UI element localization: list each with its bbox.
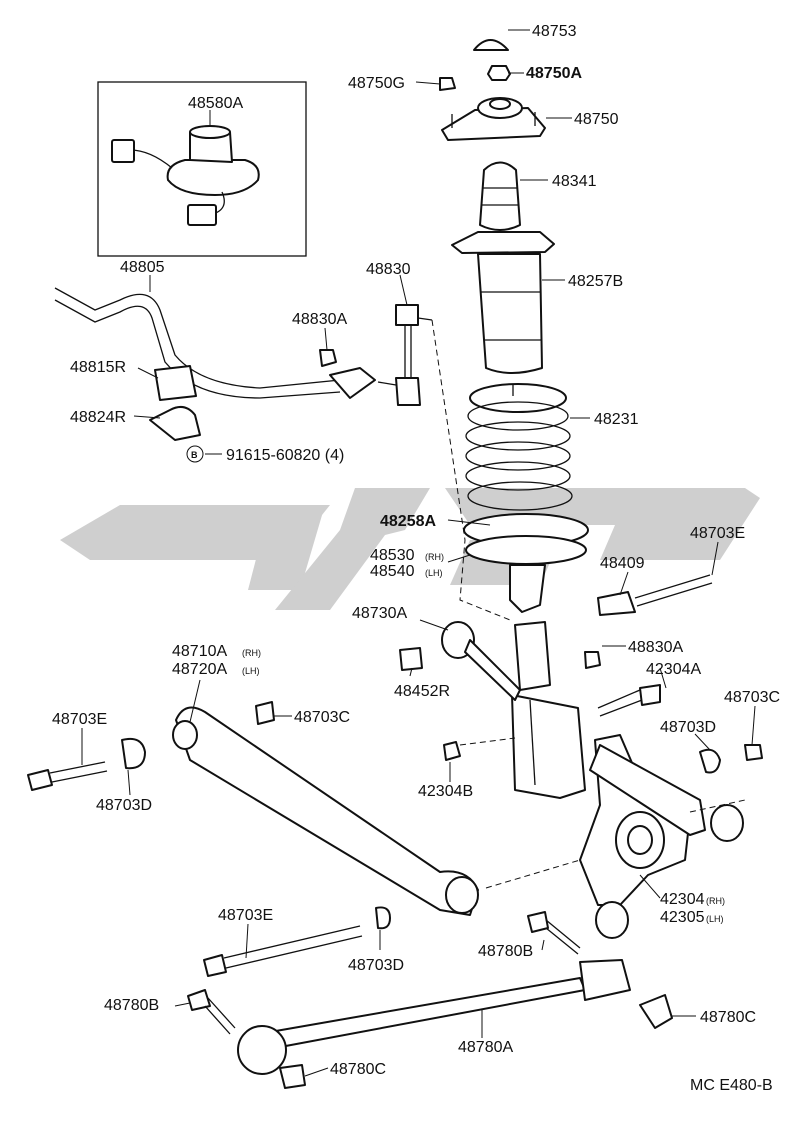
label-48703e-right: 48703E [690, 525, 745, 542]
label-48257b: 48257B [568, 273, 623, 290]
label-48703c-mid: 48703C [294, 709, 350, 726]
label-48710a-side: (RH) [242, 648, 261, 658]
label-48540: 48540 [370, 563, 415, 580]
label-48750a: 48750A [526, 65, 582, 82]
part-48341-bump-stopper [479, 161, 521, 231]
part-48750-upper-mount [441, 97, 546, 141]
label-48703d-bottom: 48703D [348, 957, 404, 974]
part-strut-rod-right [589, 744, 744, 842]
bolts [27, 574, 763, 1089]
part-48258a-lower-insulator [463, 513, 589, 565]
label-48341: 48341 [552, 173, 597, 190]
part-48815r-bushing [154, 365, 197, 401]
label-48830a-top: 48830A [292, 311, 347, 328]
part-48830-link-rod [377, 304, 433, 406]
inset-box-48580a [97, 81, 307, 257]
label-48730a: 48730A [352, 605, 407, 622]
part-48750a-nut [487, 65, 511, 81]
label-48780c-right: 48780C [700, 1009, 756, 1026]
leader-lines [81, 29, 756, 1077]
label-48805: 48805 [120, 259, 165, 276]
label-42305: 42305 [660, 909, 705, 926]
label-42304: 42304 [660, 891, 705, 908]
diagram-code: MC E480-B [690, 1077, 773, 1094]
label-48824r: 48824R [70, 409, 126, 426]
label-48530-side: (RH) [425, 552, 444, 562]
part-48710a-lower-arm [172, 706, 479, 916]
label-42304-side: (RH) [706, 896, 725, 906]
label-48830: 48830 [366, 261, 411, 278]
label-48710a: 48710A [172, 643, 227, 660]
assembly-lines [431, 319, 746, 889]
label-48780a: 48780A [458, 1039, 513, 1056]
part-48750g-nut [439, 77, 456, 91]
label-48258a: 48258A [380, 513, 436, 530]
label-48815r: 48815R [70, 359, 126, 376]
label-48753: 48753 [532, 23, 577, 40]
bolt-ref-marker: B [191, 450, 198, 460]
label-48703d-left: 48703D [96, 797, 152, 814]
label-48750g: 48750G [348, 75, 405, 92]
label-bolt-ref: 91615-60820 (4) [226, 447, 344, 464]
label-42305-side: (LH) [706, 914, 724, 924]
label-48409: 48409 [600, 555, 645, 572]
label-48750: 48750 [574, 111, 619, 128]
label-48231: 48231 [594, 411, 639, 428]
part-48830a-nut-top [319, 349, 337, 367]
label-48780c-bottom: 48780C [330, 1061, 386, 1078]
label-48580a: 48580A [188, 95, 243, 112]
label-48703e-left: 48703E [52, 711, 107, 728]
label-48540-side: (LH) [425, 568, 443, 578]
label-48452r: 48452R [394, 683, 450, 700]
part-strut-absorber [509, 564, 586, 799]
label-48780b-left: 48780B [104, 997, 159, 1014]
bolt-ref-circle [186, 445, 204, 463]
part-48730a-link [441, 621, 521, 701]
part-48257b-spring-seat [451, 231, 555, 374]
part-48780a-rod [237, 959, 631, 1075]
label-48780b-mid: 48780B [478, 943, 533, 960]
label-48720a-side: (LH) [242, 666, 260, 676]
watermark-logo [60, 488, 760, 610]
label-42304b: 42304B [418, 783, 473, 800]
label-48830a-mid: 48830A [628, 639, 683, 656]
label-48703c-right: 48703C [724, 689, 780, 706]
part-48231-coil-spring [465, 383, 573, 511]
label-48720a: 48720A [172, 661, 227, 678]
part-48753-cap [473, 39, 509, 51]
part-48805-stabilizer-bar [54, 287, 376, 399]
label-48530: 48530 [370, 547, 415, 564]
label-42304a: 42304A [646, 661, 701, 678]
part-48824r-bracket [149, 405, 201, 441]
label-48703e-bottom: 48703E [218, 907, 273, 924]
label-48703d-right: 48703D [660, 719, 716, 736]
